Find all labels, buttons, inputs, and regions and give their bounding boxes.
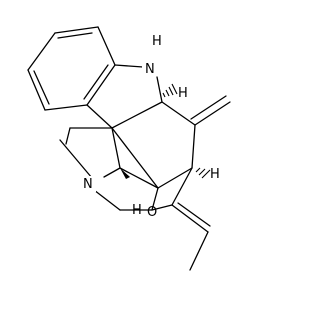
atom-label-h: H — [178, 86, 188, 101]
hash-stroke — [171, 83, 178, 95]
hash-stroke — [195, 167, 201, 173]
bond — [171, 167, 193, 206]
bond — [27, 69, 46, 111]
bond — [119, 167, 159, 189]
label-backdrop — [142, 60, 158, 76]
bond — [83, 64, 109, 100]
carbocycle — [111, 95, 231, 189]
atom-label-o: O — [147, 205, 157, 220]
bond — [86, 64, 116, 106]
wedge-bond — [120, 168, 130, 179]
amine-rings — [59, 127, 173, 211]
molecule-canvas: N H H H N H O — [27, 26, 231, 271]
hash-stroke — [162, 92, 166, 98]
bond — [33, 70, 50, 105]
bond — [191, 124, 196, 169]
label-backdrop — [80, 176, 96, 192]
bond — [151, 187, 159, 211]
bond — [171, 204, 209, 233]
atom-label-h: H — [152, 34, 162, 49]
atom-label-n: N — [83, 177, 93, 192]
bond — [161, 101, 196, 126]
bond — [65, 127, 71, 145]
atom-label-n: N — [145, 62, 155, 77]
bond — [111, 127, 121, 169]
bond — [111, 101, 163, 129]
bond — [157, 167, 193, 189]
bond — [189, 231, 209, 271]
bond — [86, 104, 113, 129]
hashed-bond — [195, 167, 211, 179]
benzene-ring — [27, 26, 116, 111]
bond — [151, 204, 173, 211]
bond — [190, 95, 227, 120]
hashed-bond — [162, 83, 178, 98]
hash-stroke — [201, 169, 211, 179]
indoline-ring — [86, 64, 163, 129]
hash-stroke — [165, 89, 170, 97]
bond — [103, 167, 121, 178]
bond — [177, 202, 211, 227]
hash-stroke — [198, 168, 206, 176]
bond — [97, 26, 116, 66]
bond — [93, 189, 121, 211]
structure-drawing: N H H H N H O — [27, 26, 231, 271]
bond — [54, 26, 99, 34]
bond — [114, 64, 144, 68]
stereo-bonds — [120, 83, 211, 179]
ethylidene-group — [171, 167, 211, 271]
bond — [194, 101, 231, 126]
bond — [59, 139, 93, 179]
bond — [44, 104, 88, 111]
bond — [57, 32, 93, 39]
bond — [156, 76, 163, 103]
bond — [27, 32, 56, 71]
hash-stroke — [168, 86, 174, 96]
bond — [111, 127, 159, 189]
atom-labels: N H H H N H O — [80, 34, 220, 220]
atom-label-h: H — [132, 203, 142, 218]
atom-label-h: H — [210, 167, 220, 182]
